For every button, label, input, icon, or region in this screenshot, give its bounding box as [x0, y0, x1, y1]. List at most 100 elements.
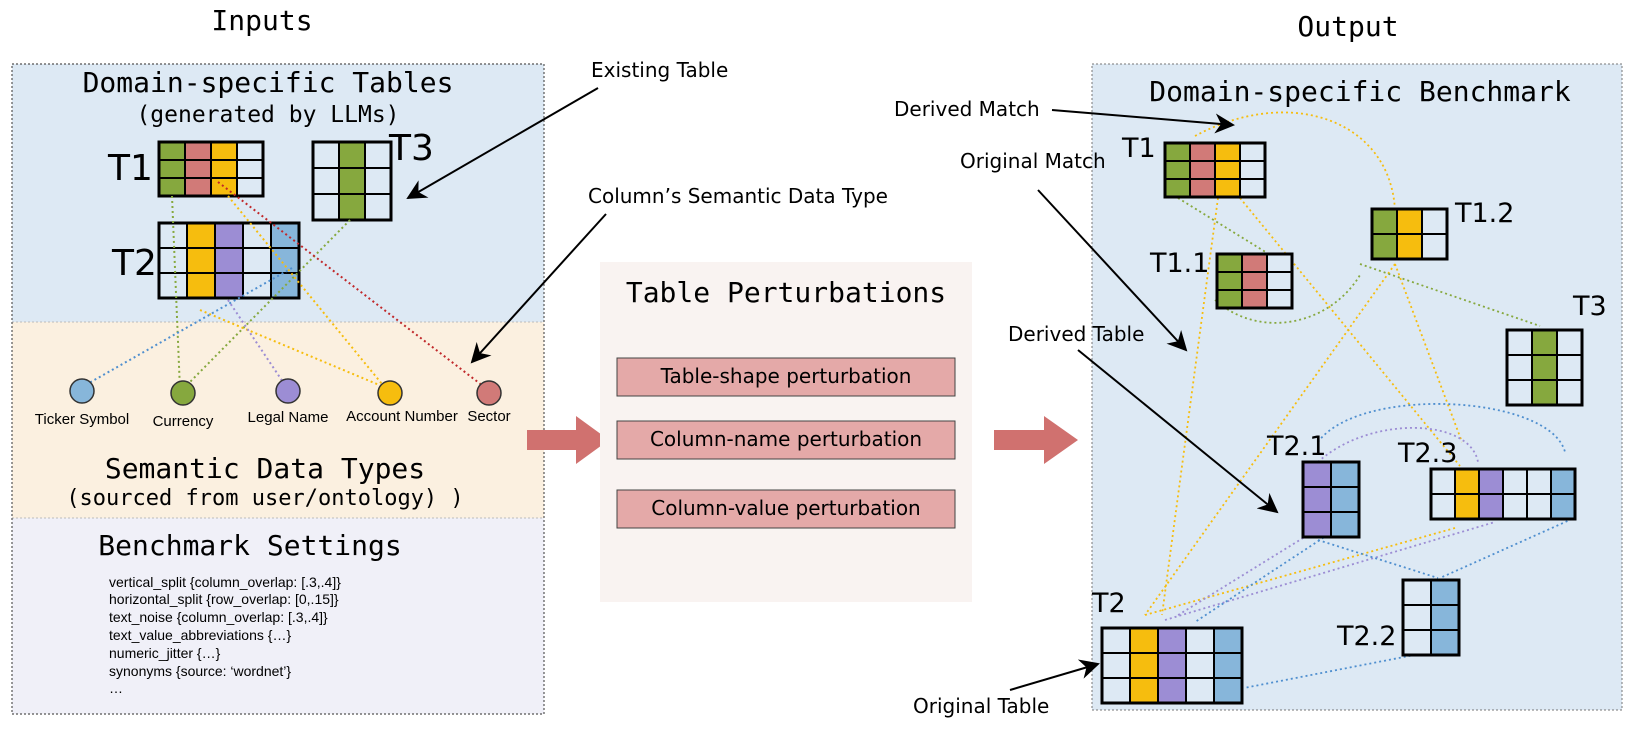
perturbation-box: [616, 357, 956, 397]
table-cell: [210, 177, 238, 197]
type-marker-account-number: [377, 380, 403, 406]
arrow-original-match: [1037, 189, 1188, 352]
inputs-heading: Inputs: [211, 4, 312, 37]
annotation-semantic-type: Column’s Semantic Data Type: [588, 184, 888, 208]
table-cell: [1371, 208, 1398, 235]
table-cell: [1506, 329, 1533, 356]
table-cell: [1129, 677, 1159, 704]
type-marker-currency: [170, 380, 196, 406]
output-table-t3: [1505, 328, 1584, 407]
table-cell: [1213, 627, 1243, 654]
table-cell: [1371, 233, 1398, 260]
perturbation-box: [616, 420, 956, 460]
table-cell: [158, 177, 186, 197]
type-label-legal-name: Legal Name: [248, 409, 329, 426]
table-cell: [184, 141, 212, 161]
table-border: [1505, 328, 1584, 407]
output-table-label-t1: T1: [1121, 133, 1156, 164]
table-cell: [1214, 160, 1241, 180]
table-cell: [312, 141, 340, 169]
output-table-t2-3: [1429, 467, 1577, 521]
table-cell: [1556, 379, 1583, 406]
output-table-label-t1-1: T1.1: [1149, 248, 1209, 279]
input-table-t2: [157, 221, 301, 300]
benchmark-frame: [1091, 63, 1623, 711]
table-cell: [1241, 271, 1268, 291]
table-cell: [1454, 468, 1480, 495]
table-cell: [1239, 160, 1266, 180]
perturbation-label: Column-value perturbation: [651, 496, 920, 520]
arrow-existing-table: [406, 87, 599, 200]
table-cell: [1266, 271, 1293, 291]
arrow-original-table: [1009, 659, 1100, 691]
table-cell: [1214, 178, 1241, 198]
table-cell: [338, 141, 366, 169]
output-tables: [1100, 141, 1584, 705]
table-cell: [158, 247, 188, 274]
table-cell: [1330, 511, 1360, 538]
table-cell: [1101, 652, 1131, 679]
table-cell: [1213, 652, 1243, 679]
arrow-derived-table: [1077, 349, 1279, 514]
setting-line: synonyms {source: ‘wordnet’}: [109, 663, 291, 679]
input-table-label-t3: T3: [388, 128, 434, 169]
table-cell: [186, 222, 216, 249]
type-marker-legal-name: [275, 378, 301, 404]
table-cell: [1213, 677, 1243, 704]
table-cell: [1302, 511, 1332, 538]
table-cell: [1157, 652, 1187, 679]
table-cell: [1402, 579, 1432, 606]
table-cell: [1157, 677, 1187, 704]
types-panel-subtitle: (sourced from user/ontology) ): [66, 486, 463, 511]
table-cell: [158, 159, 186, 179]
table-cell: [1216, 271, 1243, 291]
type-label-sector: Sector: [467, 408, 510, 425]
table-cell: [312, 167, 340, 195]
table-cell: [1396, 233, 1423, 260]
table-cell: [364, 167, 392, 195]
table-cell: [1430, 629, 1460, 656]
arrow-derived-match: [1051, 109, 1235, 134]
output-table-t1-2: [1370, 207, 1449, 261]
table-cell: [1531, 379, 1558, 406]
table-cell: [1157, 627, 1187, 654]
output-table-t1-1: [1215, 252, 1294, 310]
table-cell: [1526, 493, 1552, 520]
table-cell: [236, 177, 264, 197]
output-table-t1: [1163, 141, 1267, 199]
table-cell: [1129, 652, 1159, 679]
table-cell: [270, 272, 300, 299]
table-cell: [1502, 493, 1528, 520]
table-border: [311, 140, 393, 222]
output-table-label-t2-3: T2.3: [1397, 438, 1457, 469]
table-cell: [1189, 160, 1216, 180]
table-cell: [1550, 493, 1576, 520]
perturbation-label: Column-name perturbation: [650, 427, 922, 451]
table-border: [157, 221, 301, 300]
output-table-t2-1: [1301, 460, 1361, 539]
table-cell: [242, 247, 272, 274]
table-cell: [1502, 468, 1528, 495]
table-cell: [1478, 468, 1504, 495]
tables-panel-title: Domain-specific Tables: [83, 66, 454, 99]
table-cell: [1239, 178, 1266, 198]
settings-panel-title: Benchmark Settings: [98, 529, 401, 562]
table-cell: [1430, 579, 1460, 606]
table-border: [1429, 467, 1577, 521]
table-cell: [1531, 329, 1558, 356]
output-table-label-t1-2: T1.2: [1454, 198, 1514, 229]
types-panel: [12, 322, 544, 518]
table-cell: [1402, 629, 1432, 656]
table-cell: [1214, 142, 1241, 162]
table-cell: [1101, 627, 1131, 654]
table-cell: [236, 159, 264, 179]
table-cell: [364, 141, 392, 169]
table-cell: [1402, 604, 1432, 631]
table-cell: [1101, 677, 1131, 704]
type-marker-sector: [476, 380, 502, 406]
table-cell: [1164, 178, 1191, 198]
tables-panel-subtitle: (generated by LLMs): [136, 102, 399, 128]
table-cell: [236, 141, 264, 161]
table-cell: [338, 167, 366, 195]
